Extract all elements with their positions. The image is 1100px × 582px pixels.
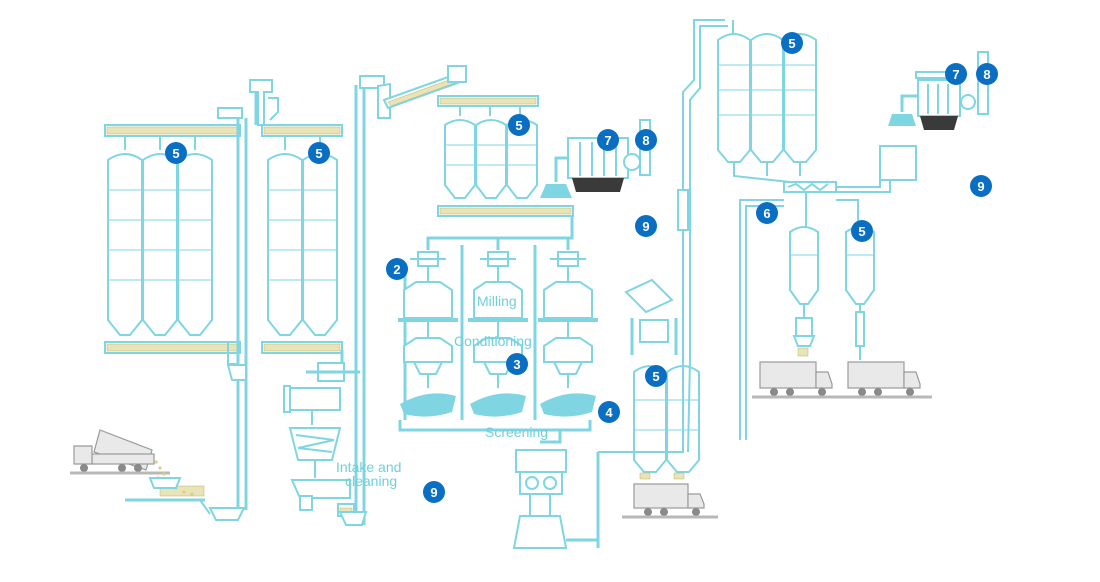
- label-milling: Milling: [477, 293, 517, 309]
- badge-5-right-big-text: 5: [788, 36, 795, 51]
- badge-9-bottom-text: 9: [430, 485, 437, 500]
- silo-group-small-right: [789, 226, 875, 360]
- badge-7-right-text: 7: [952, 67, 959, 82]
- dump-truck-left: [70, 429, 194, 496]
- dust-filter-right: [888, 51, 989, 130]
- badge-9-right-text: 9: [977, 179, 984, 194]
- badge-5-small-right: 5: [851, 220, 873, 242]
- intake-cleaning-equipment: [283, 350, 360, 517]
- elevator-mid: [249, 79, 279, 126]
- label-conditioning: Conditioning: [454, 333, 532, 349]
- badge-3-text: 3: [513, 357, 520, 372]
- badge-8-right: 8: [976, 63, 998, 85]
- badge-9-right: 9: [970, 175, 992, 197]
- badge-8-right-text: 8: [983, 67, 990, 82]
- badge-3: 3: [506, 353, 528, 375]
- label-intake-line2: cleaning: [345, 473, 397, 489]
- inclined-conveyor: [377, 65, 468, 119]
- badge-8-top-text: 8: [642, 133, 649, 148]
- label-intake-line1: Intake and: [336, 459, 401, 475]
- badge-2: 2: [386, 258, 408, 280]
- silo-group-right: [717, 33, 917, 440]
- badge-9-center-text: 9: [642, 219, 649, 234]
- badge-7-right: 7: [945, 63, 967, 85]
- badge-5-mid-silo-text: 5: [315, 146, 322, 161]
- badge-8-top: 8: [635, 129, 657, 151]
- badge-5-top-silo: 5: [508, 114, 530, 136]
- badge-9-center: 9: [635, 215, 657, 237]
- trucks-right: [752, 361, 932, 399]
- truck-loadout: [622, 483, 718, 519]
- milling-section: [398, 216, 600, 549]
- transfer-line-right: [598, 19, 734, 453]
- badge-4-text: 4: [605, 405, 613, 420]
- badge-5-right-big: 5: [781, 32, 803, 54]
- badge-6-text: 6: [763, 206, 770, 221]
- badge-7-top: 7: [597, 129, 619, 151]
- badge-4: 4: [598, 401, 620, 423]
- badge-5-small-right-text: 5: [858, 224, 865, 239]
- badge-2-text: 2: [393, 262, 400, 277]
- badge-5-left-silo: 5: [165, 142, 187, 164]
- badge-5-left-silo-text: 5: [172, 146, 179, 161]
- elevator-right: [338, 75, 385, 526]
- badge-5-loadout-text: 5: [652, 369, 659, 384]
- badge-5-mid-silo: 5: [308, 142, 330, 164]
- badge-9-bottom: 9: [423, 481, 445, 503]
- dust-filter-top: [540, 119, 651, 198]
- elevator-left: [125, 107, 248, 521]
- badge-5-top-silo-text: 5: [515, 118, 522, 133]
- badge-7-top-text: 7: [604, 133, 611, 148]
- badge-5-loadout: 5: [645, 365, 667, 387]
- silo-group-mid: [261, 124, 343, 354]
- label-screening: Screening: [485, 424, 548, 440]
- badge-6: 6: [756, 202, 778, 224]
